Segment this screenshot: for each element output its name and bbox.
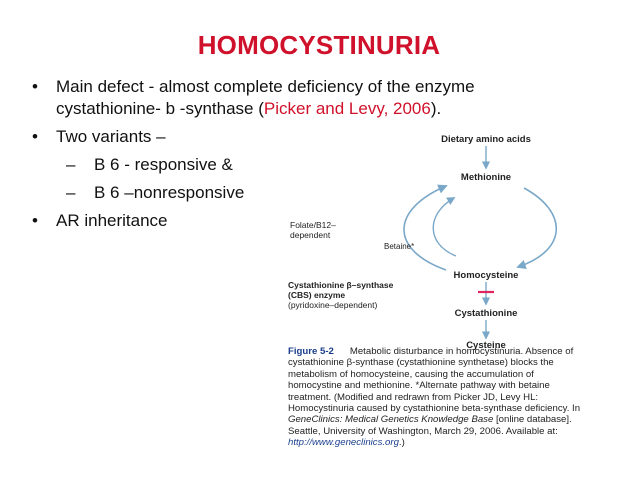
sub-bullet-dash: – (66, 155, 76, 174)
arrow-betaine-pathway (432, 197, 457, 257)
bullet-dot: • (32, 211, 38, 230)
methionine-label: Methionine (461, 172, 511, 183)
betaine-label: Betaine* (384, 242, 414, 251)
caption-text: Metabolic disturbance in homocystinuria.… (288, 346, 581, 415)
slide-title: HOMOCYSTINURIA (197, 30, 441, 60)
metabolic-pathway-diagram: Dietary amino acids Methionine Folate/B1… (288, 134, 558, 351)
bullet-two-variants: • Two variants – (24, 126, 584, 148)
bullet-text: AR inheritance (56, 211, 168, 230)
bullet-list: • Main defect - almost complete deficien… (24, 76, 584, 238)
reference-text: Picker and Levy, 2006 (263, 99, 431, 118)
caption-end: .) (398, 437, 405, 449)
bullet-dot: • (32, 127, 38, 146)
bullet-text: Main defect - almost complete deficiency… (56, 77, 475, 118)
bullet-ar-inheritance: • AR inheritance (24, 210, 584, 232)
figure-number: Figure 5-2 (288, 346, 334, 357)
sub-bullet-b6-nonresponsive: – B 6 –nonresponsive (24, 182, 584, 204)
bullet-dot: • (32, 77, 38, 96)
geneclinics-link[interactable]: http://www.geneclinics.org (288, 437, 399, 449)
folate-b12-label: Folate/B12– (290, 220, 336, 230)
homocysteine-label: Homocysteine (454, 270, 519, 281)
bullet-main-defect: • Main defect - almost complete deficien… (24, 76, 584, 120)
bullet-text-end: ). (430, 99, 442, 118)
sub-bullet-dash: – (66, 183, 76, 202)
cbs-enzyme-label-3: (pyridoxine–dependent) (288, 300, 377, 310)
sub-bullet-text: B 6 –nonresponsive (94, 183, 245, 202)
caption-text-2: [online database]. Seattle, University o… (288, 414, 572, 437)
cbs-enzyme-label-2: (CBS) enzyme (288, 290, 345, 300)
sub-bullet-b6-responsive: – B 6 - responsive & (24, 154, 584, 176)
arrow-methionine-to-homocysteine (516, 187, 558, 270)
caption-italic-source: GeneClinics: Medical Genetics Knowledge … (288, 414, 494, 426)
dietary-amino-acids-label: Dietary amino acids (441, 134, 531, 145)
cbs-enzyme-label-1: Cystathionine β–synthase (288, 280, 394, 290)
sub-bullet-text: B 6 - responsive & (94, 155, 233, 174)
cysteine-label: Cysteine (466, 340, 506, 351)
bullet-text: Two variants – (56, 127, 166, 146)
cystathionine-label: Cystathionine (455, 308, 518, 319)
arrow-homocysteine-to-methionine-folate (403, 184, 448, 271)
folate-dependent-label: dependent (290, 230, 331, 240)
